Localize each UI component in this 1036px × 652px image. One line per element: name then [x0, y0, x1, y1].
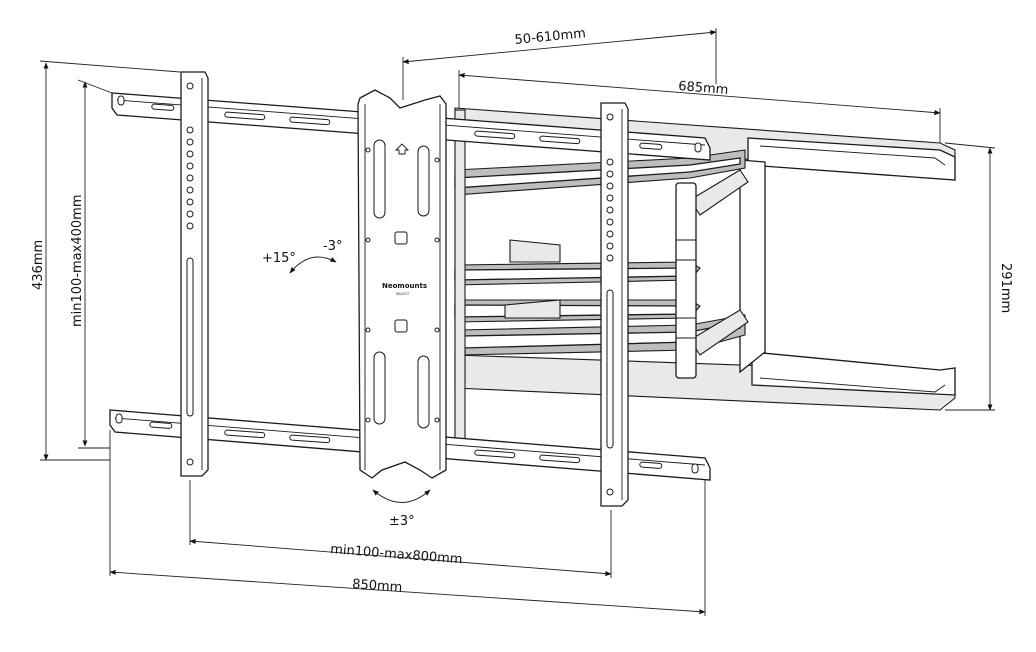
- dimension-overall-width: 850mm: [109, 430, 706, 616]
- tilt-indicator: +15° -3°: [262, 239, 342, 274]
- dimension-arm-width: 685mm: [458, 70, 941, 143]
- dimension-vesa-width-range: 50-610mm: [402, 26, 717, 100]
- wall-plate: [454, 107, 956, 411]
- dimension-overall-height: 436mm: [31, 60, 181, 461]
- dimension-label-overall-height: 436mm: [31, 240, 46, 290]
- tilt-down-label: -3°: [323, 239, 342, 254]
- dimension-label-vesa-width-range: 50-610mm: [514, 26, 586, 48]
- dimension-label-vesa-horizontal-range: min100-max800mm: [330, 542, 463, 567]
- dimension-label-wall-plate-height: 291mm: [998, 263, 1013, 313]
- dimension-label-overall-width: 850mm: [352, 577, 403, 595]
- brand-logo: Neomounts: [382, 282, 427, 290]
- brand-sub-label: SELECT: [396, 292, 410, 296]
- tv-bracket-right: [600, 102, 629, 507]
- dimension-vesa-height-range: min100-max400mm: [70, 79, 113, 449]
- dimension-wall-plate-height: 291mm: [944, 142, 1013, 411]
- center-tilt-plate: Neomounts SELECT: [357, 89, 447, 479]
- dimension-label-vesa-height-range: min100-max400mm: [70, 195, 85, 327]
- dimension-label-arm-width: 685mm: [678, 79, 729, 98]
- tilt-up-label: +15°: [262, 251, 296, 266]
- tv-bracket-left: [180, 71, 209, 477]
- swivel-indicator: ±3°: [372, 489, 431, 529]
- swivel-label: ±3°: [389, 514, 415, 529]
- dimension-vesa-horizontal-range: min100-max800mm: [189, 480, 612, 578]
